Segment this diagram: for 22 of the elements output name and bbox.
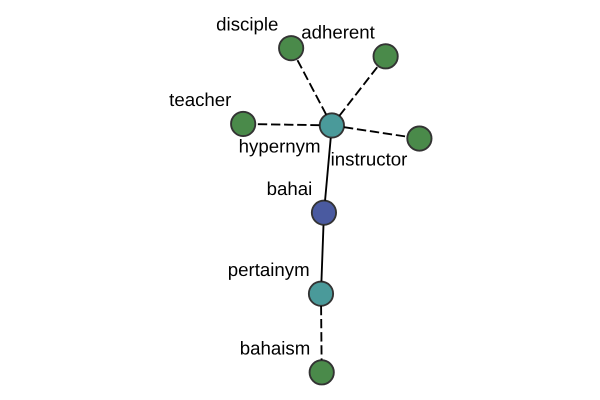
node-circle xyxy=(406,125,432,152)
node-circle xyxy=(230,110,256,137)
node-circle xyxy=(372,43,398,70)
connector xyxy=(296,58,327,116)
connector xyxy=(324,138,332,201)
node-label: hypernym xyxy=(238,135,320,156)
node-circle xyxy=(278,35,304,62)
node-label: adherent xyxy=(300,22,374,43)
node-circle xyxy=(310,200,337,226)
connector xyxy=(320,306,322,360)
node-label: disciple xyxy=(216,13,278,34)
node-label: bahai xyxy=(266,178,312,199)
node-circle xyxy=(308,359,334,386)
node-label: pertainym xyxy=(227,258,310,280)
connector xyxy=(320,225,324,282)
node-label: instructor xyxy=(330,148,407,170)
node-label: bahaism xyxy=(239,338,310,359)
node-label: teacher xyxy=(168,89,231,110)
connector xyxy=(343,126,407,138)
node-circle xyxy=(307,280,334,307)
node-circle xyxy=(318,112,344,138)
connector xyxy=(338,66,378,116)
